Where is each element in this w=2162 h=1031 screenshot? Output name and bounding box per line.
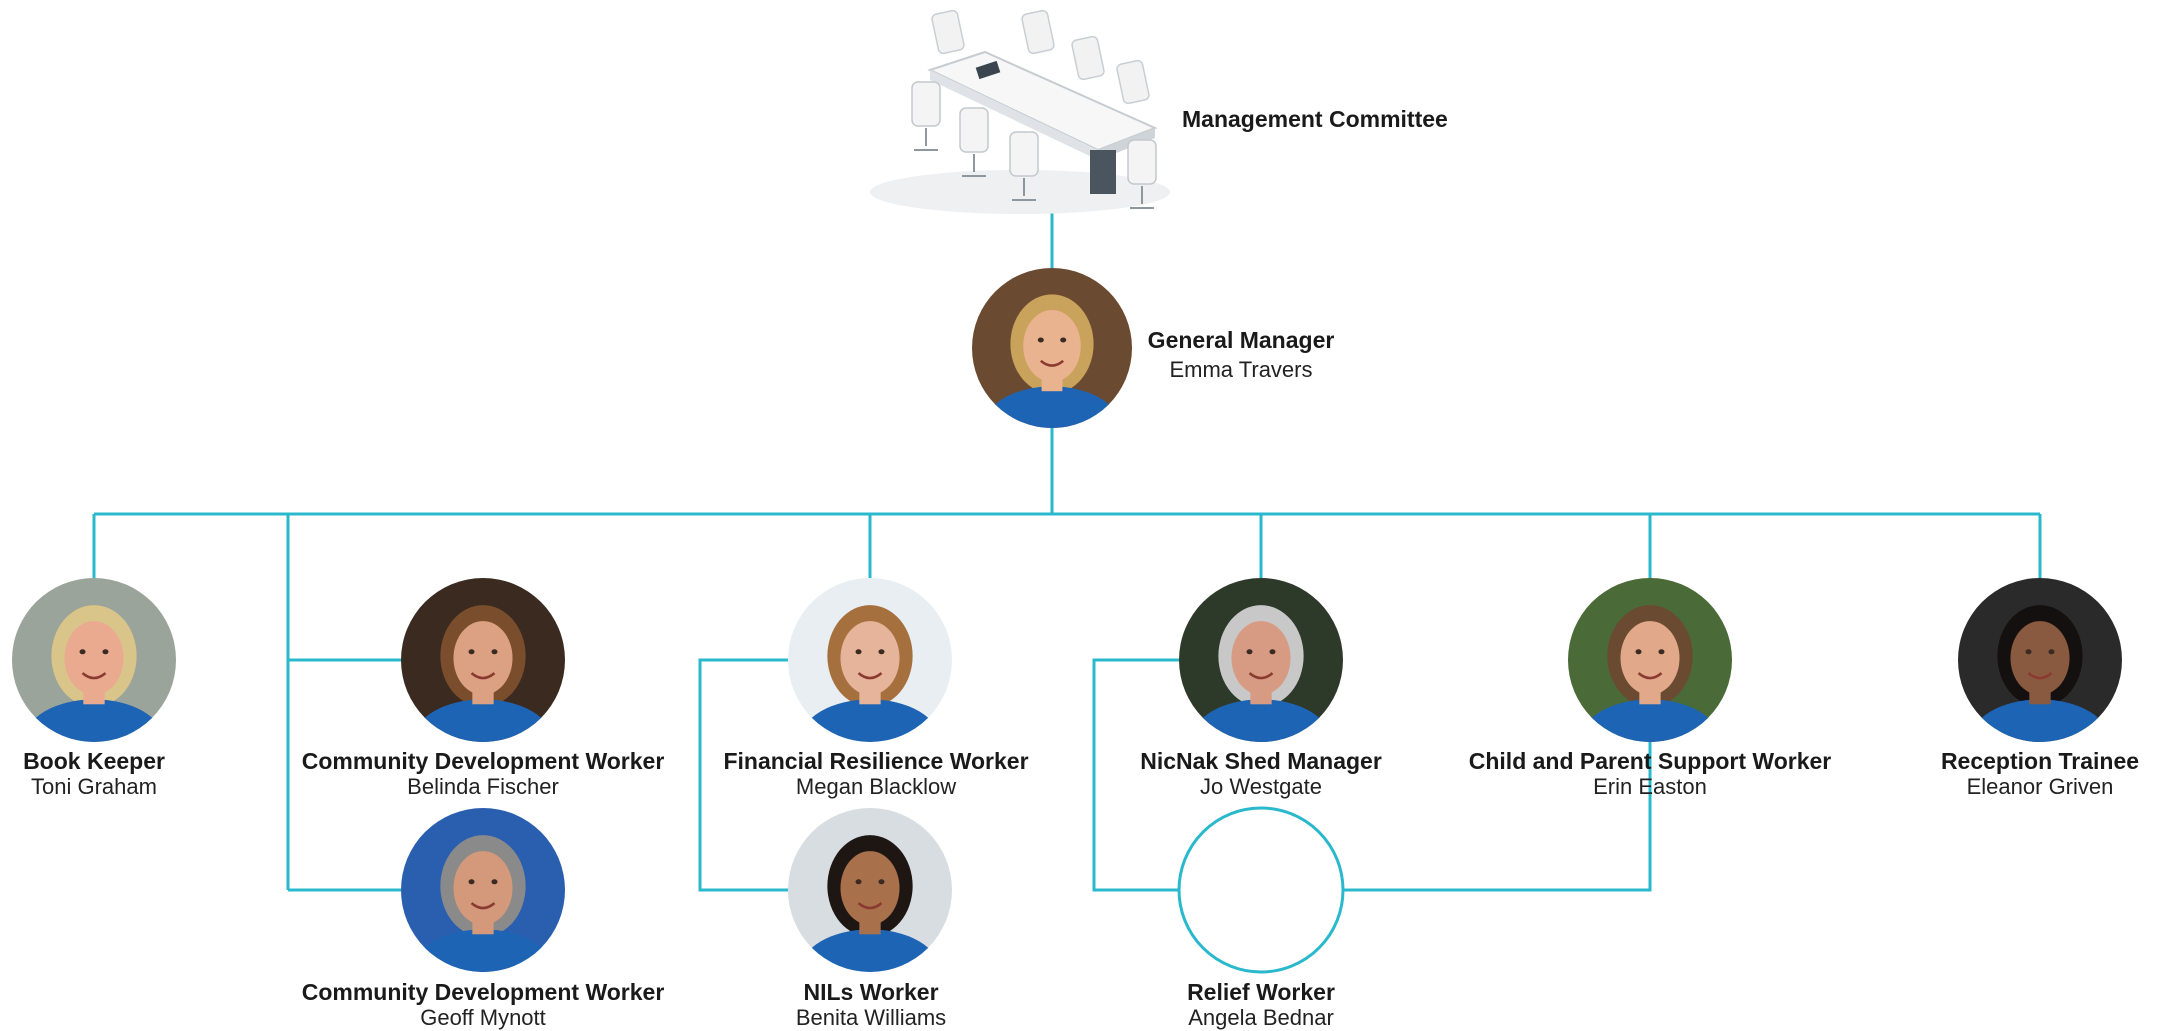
jo-role: NicNak Shed Manager <box>1140 748 1382 774</box>
jo-photo <box>1179 578 1343 742</box>
toni-role: Book Keeper <box>23 748 165 774</box>
staff-label-geoff: Community Development Worker Geoff Mynot… <box>302 979 665 1030</box>
belinda-photo <box>401 578 565 742</box>
staff-label-belinda: Community Development Worker Belinda Fis… <box>302 748 665 799</box>
benita-name: Benita Williams <box>795 1005 947 1030</box>
gm-role: General Manager <box>1147 327 1335 353</box>
megan-photo <box>788 578 952 742</box>
toni-name: Toni Graham <box>31 774 157 799</box>
portrait-photos <box>12 268 2122 972</box>
benita-role: NILs Worker <box>803 979 939 1005</box>
connector-lines <box>92 205 2042 892</box>
staff-label-angela: Relief Worker Angela Bednar <box>1187 979 1335 1030</box>
angela-role: Relief Worker <box>1187 979 1335 1005</box>
staff-label-erin: Child and Parent Support Worker Erin Eas… <box>1469 748 1832 799</box>
erin-name: Erin Easton <box>1593 774 1707 799</box>
gm-photo <box>972 268 1132 428</box>
geoff-role: Community Development Worker <box>301 979 665 1005</box>
general-manager-label: General Manager Emma Travers <box>1148 327 1335 382</box>
angela-name: Angela Bednar <box>1188 1005 1334 1030</box>
erin-photo <box>1568 578 1732 742</box>
relief-worker-empty-photo <box>1177 806 1345 974</box>
boardroom-table-icon <box>870 9 1170 214</box>
staff-label-toni: Book Keeper Toni Graham <box>23 748 165 799</box>
eleanor-photo <box>1958 578 2122 742</box>
jo-name: Jo Westgate <box>1200 774 1322 799</box>
megan-name: Megan Blacklow <box>795 774 957 799</box>
connector-erin-angela <box>1343 742 1652 892</box>
management-committee-label: Management Committee <box>1182 106 1448 132</box>
eleanor-name: Eleanor Griven <box>1966 774 2114 799</box>
connector-megan-benita <box>698 658 788 892</box>
benita-photo <box>788 808 952 972</box>
megan-role: Financial Resilience Worker <box>723 748 1029 774</box>
toni-photo <box>12 578 176 742</box>
geoff-name: Geoff Mynott <box>420 1005 546 1030</box>
belinda-name: Belinda Fischer <box>407 774 559 799</box>
staff-label-benita: NILs Worker Benita Williams <box>796 979 946 1030</box>
geoff-photo <box>401 808 565 972</box>
staff-label-eleanor: Reception Trainee Eleanor Griven <box>1941 748 2139 799</box>
erin-role: Child and Parent Support Worker <box>1468 748 1832 774</box>
gm-name: Emma Travers <box>1169 357 1313 382</box>
staff-label-megan: Financial Resilience Worker Megan Blackl… <box>723 748 1028 799</box>
committee-title: Management Committee <box>1182 106 1448 132</box>
connector-jo-angela <box>1092 658 1179 892</box>
staff-label-jo: NicNak Shed Manager Jo Westgate <box>1140 748 1382 799</box>
belinda-role: Community Development Worker <box>301 748 665 774</box>
eleanor-role: Reception Trainee <box>1940 748 2140 774</box>
